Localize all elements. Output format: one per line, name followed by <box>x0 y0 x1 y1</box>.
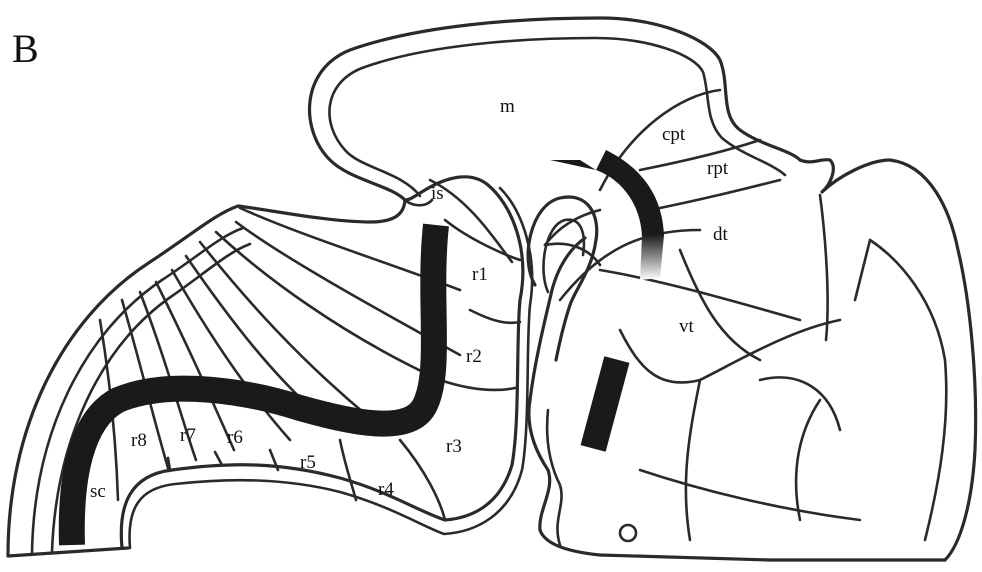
label-r4: r4 <box>378 479 394 500</box>
prosomere-boundaries <box>545 90 860 540</box>
label-cpt: cpt <box>662 124 686 145</box>
isthmus-loop <box>528 197 597 360</box>
panel-label: B <box>12 26 39 71</box>
label-m: m <box>500 96 515 117</box>
optic-recess-circle <box>620 525 636 541</box>
label-rpt: rpt <box>707 158 729 179</box>
forebrain-expression-band <box>596 150 664 280</box>
region-labels: m cpt rpt dt vt is r1 r2 r3 r4 r5 r6 r7 … <box>90 96 729 502</box>
label-r2: r2 <box>466 346 482 367</box>
label-r7: r7 <box>180 425 196 446</box>
label-r1: r1 <box>472 264 488 285</box>
label-r8: r8 <box>131 430 147 451</box>
ventral-expression-band <box>581 356 630 452</box>
label-sc: sc <box>90 481 106 502</box>
label-dt: dt <box>713 224 729 245</box>
label-r6: r6 <box>227 427 243 448</box>
forebrain-arrow-tip <box>550 160 596 170</box>
label-vt: vt <box>679 316 695 337</box>
label-r3: r3 <box>446 436 462 457</box>
label-is: is <box>431 183 444 204</box>
label-r5: r5 <box>300 452 316 473</box>
